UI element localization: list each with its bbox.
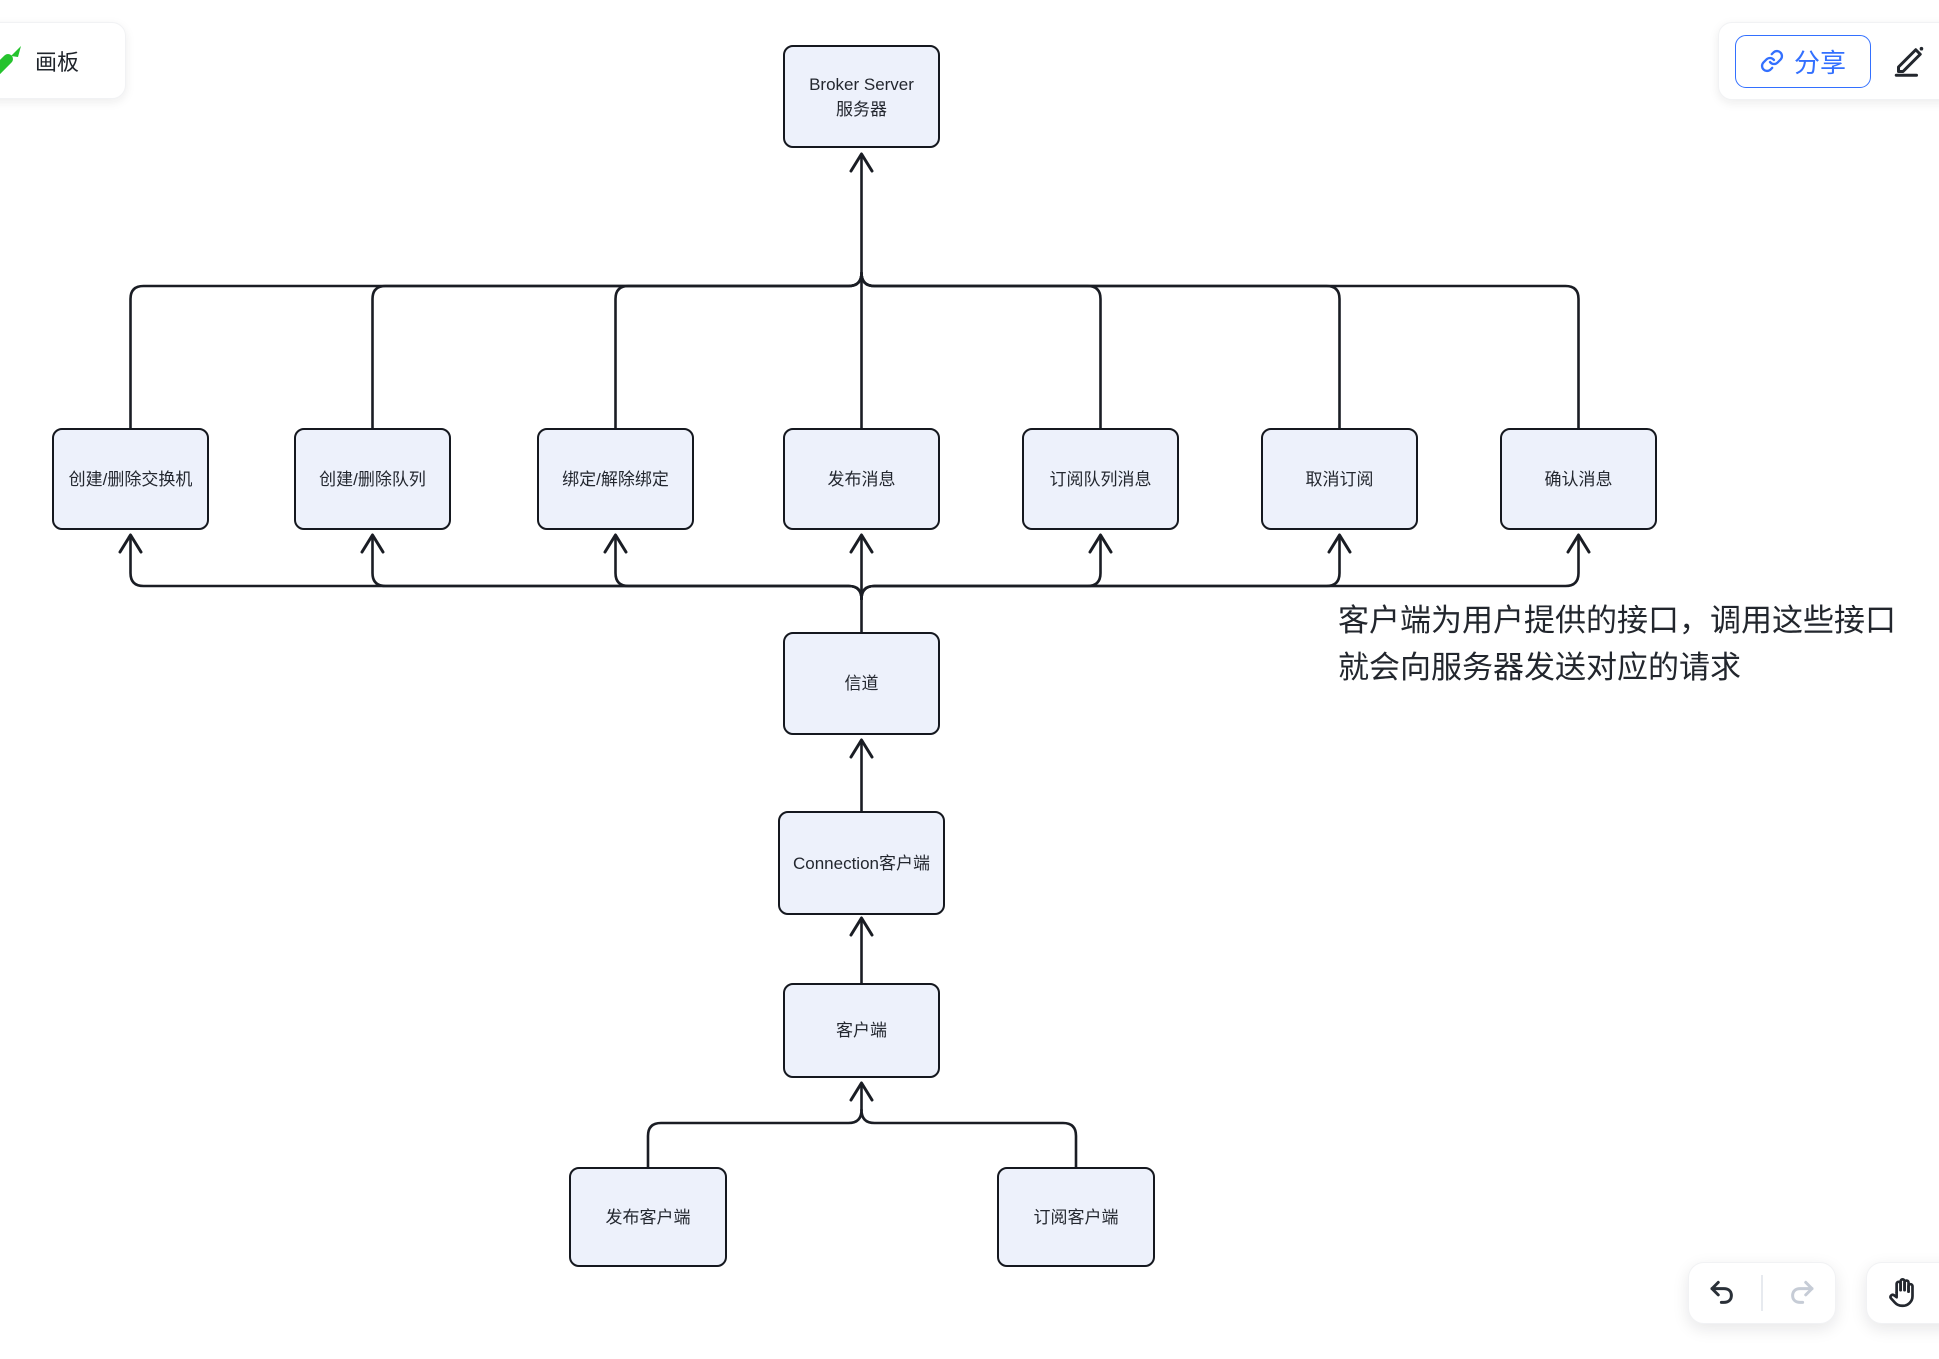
connector-client-to-connection — [849, 916, 874, 985]
board-button[interactable]: 画板 — [0, 22, 126, 99]
node-label: 服务器 — [836, 99, 887, 119]
node-op-exchange[interactable]: 创建/删除交换机 — [52, 428, 209, 530]
board-button-label: 画板 — [35, 49, 80, 75]
node-channel[interactable]: 信道 — [783, 632, 940, 735]
node-op-subscribe[interactable]: 订阅队列消息 — [1022, 428, 1179, 530]
node-op-unsubscribe[interactable]: 取消订阅 — [1261, 428, 1418, 530]
link-icon — [1760, 49, 1784, 73]
redo-arrow-icon — [1787, 1278, 1817, 1308]
node-client[interactable]: 客户端 — [783, 983, 940, 1078]
connector-subclients-to-client — [646, 1081, 1078, 1169]
canvas-note[interactable]: 客户端为用户提供的接口，调用这些接口 就会向服务器发送对应的请求 — [1338, 597, 1938, 691]
note-line: 就会向服务器发送对应的请求 — [1338, 650, 1741, 685]
node-publisher-client[interactable]: 发布客户端 — [569, 1167, 727, 1267]
node-broker-server[interactable]: Broker Server 服务器 — [783, 45, 940, 148]
node-label: 创建/删除队列 — [319, 469, 426, 489]
node-op-queue[interactable]: 创建/删除队列 — [294, 428, 451, 530]
toolbar-divider — [1761, 1275, 1763, 1311]
edit-button[interactable] — [1891, 43, 1927, 79]
connector-ops-to-broker — [129, 152, 1580, 430]
node-label: Connection客户端 — [792, 853, 930, 873]
node-label: 客户端 — [836, 1021, 887, 1040]
node-label: 绑定/解除绑定 — [562, 469, 669, 489]
node-label: 信道 — [844, 674, 879, 693]
topright-action-bar: 分享 — [1718, 22, 1939, 100]
node-label: 取消订阅 — [1305, 469, 1374, 489]
node-label: 创建/删除交换机 — [68, 469, 193, 489]
note-line: 客户端为用户提供的接口，调用这些接口 — [1338, 603, 1896, 638]
node-label: 确认消息 — [1544, 469, 1613, 489]
share-button[interactable]: 分享 — [1735, 34, 1872, 88]
redo-button[interactable] — [1774, 1265, 1830, 1321]
node-label: 订阅客户端 — [1033, 1207, 1119, 1227]
node-op-ack[interactable]: 确认消息 — [1500, 428, 1657, 530]
green-pen-icon — [0, 45, 23, 77]
node-op-bind[interactable]: 绑定/解除绑定 — [537, 428, 694, 530]
node-label: Broker Server — [809, 74, 914, 94]
share-button-label: 分享 — [1794, 47, 1847, 78]
node-label: 发布消息 — [827, 469, 896, 489]
node-label: 订阅队列消息 — [1049, 469, 1152, 489]
node-subscriber-client[interactable]: 订阅客户端 — [997, 1167, 1155, 1267]
connector-connection-to-channel — [849, 738, 874, 813]
history-toolbar — [1688, 1262, 1836, 1324]
node-connection[interactable]: Connection客户端 — [778, 811, 945, 915]
node-label: 发布客户端 — [605, 1207, 691, 1227]
canvas-tools-toolbar — [1866, 1262, 1939, 1324]
hand-icon — [1886, 1276, 1920, 1310]
undo-button[interactable] — [1694, 1265, 1750, 1321]
pencil-icon — [1891, 43, 1927, 79]
undo-arrow-icon — [1707, 1278, 1737, 1308]
node-op-publish[interactable]: 发布消息 — [783, 428, 940, 530]
hand-tool-button[interactable] — [1881, 1265, 1925, 1321]
